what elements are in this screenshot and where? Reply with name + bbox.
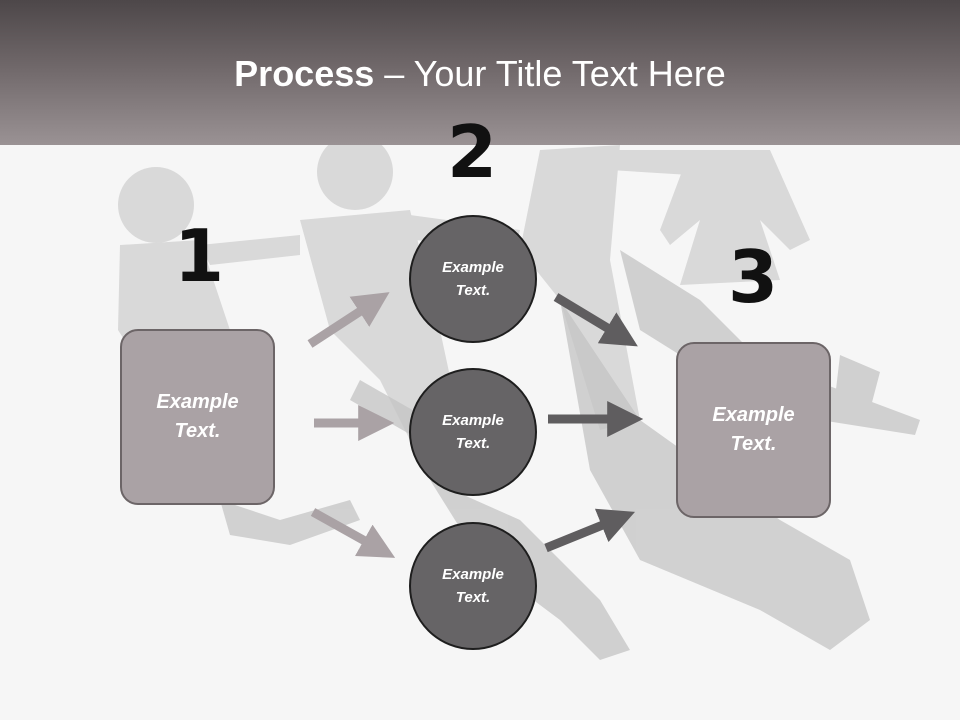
circle-bottom: Example Text. [409, 522, 537, 650]
circle-middle: Example Text. [409, 368, 537, 496]
title-rest: – Your Title Text Here [374, 53, 726, 94]
step-3-label: Example Text. [712, 404, 795, 455]
step-number-2: 2 [446, 110, 498, 194]
step-number-3: 3 [727, 235, 779, 319]
arrow-1-to-bottom [310, 508, 396, 558]
step-3-box: Example Text. [676, 342, 831, 518]
circle-middle-label: Example Text. [442, 412, 504, 452]
circle-top: Example Text. [409, 215, 537, 343]
step-number-1: 1 [173, 214, 225, 298]
arrow-bottom-to-3 [544, 508, 636, 553]
arrow-1-to-top [307, 292, 390, 348]
arrow-top-to-3 [553, 293, 638, 347]
circle-top-label: Example Text. [442, 259, 504, 299]
slide-title: Process – Your Title Text Here [0, 52, 960, 96]
title-bold: Process [234, 53, 375, 94]
circle-bottom-label: Example Text. [442, 566, 504, 606]
step-1-box: Example Text. [120, 329, 275, 505]
title-bar [0, 0, 960, 145]
step-1-label: Example Text. [156, 391, 239, 442]
